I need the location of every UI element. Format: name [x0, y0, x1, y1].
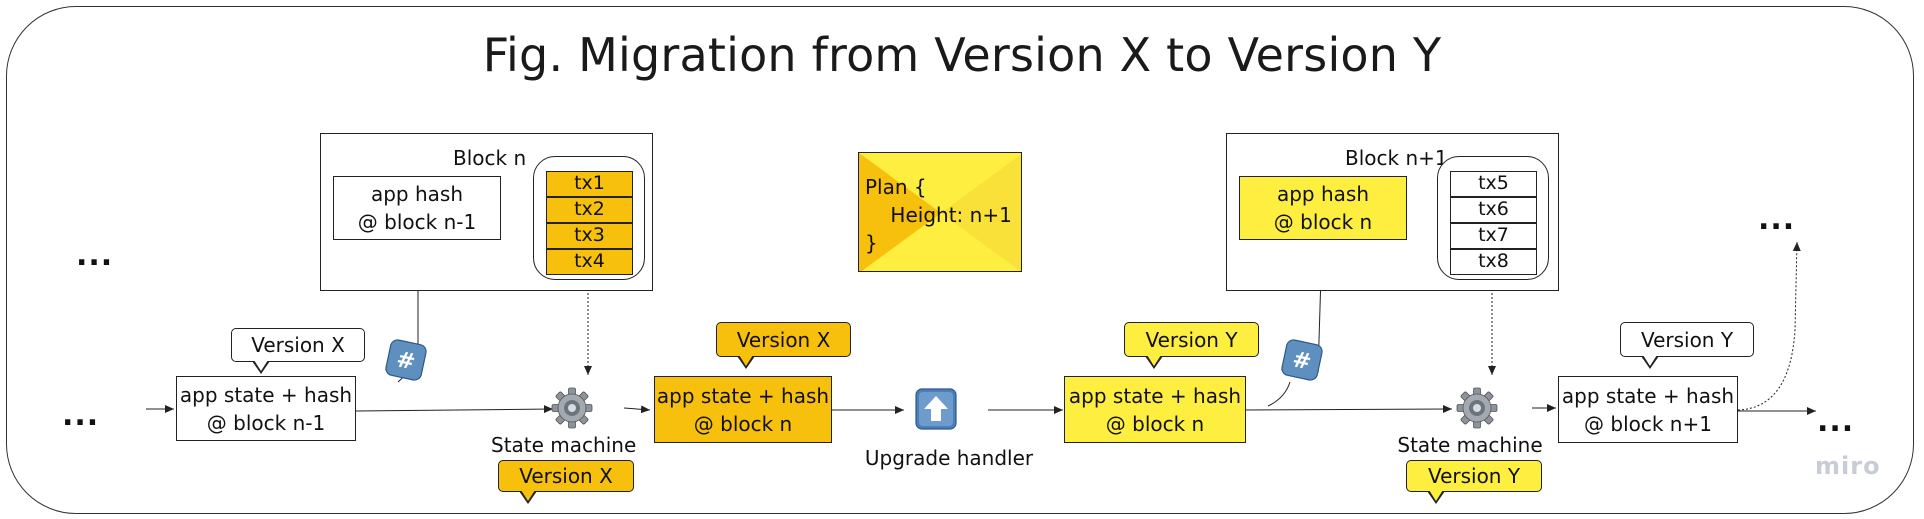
txs-container-n: tx1 tx2 tx3 tx4 — [533, 156, 645, 280]
version-x-bubble-left: Version X — [231, 328, 365, 374]
state-box-line2: @ block n-1 — [206, 410, 326, 435]
svg-text:#: # — [394, 347, 417, 375]
tx-item: tx1 — [546, 171, 633, 197]
state-box-line2: @ block n — [693, 411, 793, 436]
app-hash-n-1: app hash @ block n-1 — [333, 176, 501, 240]
ellipsis-top-left: ... — [76, 238, 114, 273]
tx-item: tx8 — [1450, 249, 1537, 275]
state-machine-y-label: State machine — [1397, 433, 1543, 457]
ellipsis-bottom-right: ... — [1817, 404, 1855, 439]
ellipsis-bottom-left: ... — [62, 398, 100, 433]
version-y-bubble-pre: Version Y — [1124, 322, 1259, 369]
block-n+1-label: Block n+1 — [1345, 146, 1448, 170]
app-hash-n: app hash @ block n — [1239, 176, 1407, 240]
block-n-label: Block n — [453, 146, 527, 170]
block-n-group: Block n app hash @ block n-1 tx1 tx2 tx3… — [320, 133, 653, 291]
upgrade-plan-text: Plan { Height: n+1 } — [865, 175, 1012, 255]
app-hash-line2: @ block n-1 — [357, 210, 477, 234]
state-box-line1: app state + hash — [1561, 383, 1735, 408]
gear-icon — [1455, 386, 1499, 430]
state-box-line2: @ block n+1 — [1584, 411, 1712, 436]
svg-text:#: # — [1290, 347, 1313, 375]
diagram-frame — [6, 6, 1914, 514]
hash-icon: # — [384, 338, 428, 382]
state-box-n-orange: app state + hash @ block n — [654, 376, 832, 443]
tx-item: tx2 — [546, 197, 633, 223]
state-box-line1: app state + hash — [656, 383, 830, 408]
upgrade-handler-label: Upgrade handler — [864, 446, 1034, 470]
miro-watermark: miro — [1815, 452, 1881, 480]
app-hash-line1: app hash — [370, 182, 464, 206]
state-box-n-1: app state + hash @ block n-1 — [176, 376, 356, 441]
state-box-n-yellow: app state + hash @ block n — [1064, 376, 1246, 443]
upgrade-plan-card: Plan { Height: n+1 } — [858, 152, 1022, 272]
state-box-line2: @ block n — [1105, 411, 1205, 436]
ellipsis-top-right: ... — [1758, 202, 1796, 237]
tx-item: tx5 — [1450, 171, 1537, 197]
gear-icon — [550, 386, 594, 430]
diagram-title: Fig. Migration from Version X to Version… — [482, 28, 1442, 82]
txs-container-n+1: tx5 tx6 tx7 tx8 — [1437, 156, 1549, 280]
state-box-n+1: app state + hash @ block n+1 — [1558, 376, 1738, 443]
version-y-bubble-state-machine: Version Y — [1406, 460, 1542, 504]
block-n+1-group: Block n+1 app hash @ block n tx5 tx6 tx7… — [1226, 133, 1559, 291]
app-hash-line1: app hash — [1276, 182, 1370, 206]
version-x-bubble-middle: Version X — [716, 322, 851, 369]
up-arrow-icon — [913, 386, 959, 432]
state-machine-x-label: State machine — [491, 433, 637, 457]
hash-icon: # — [1280, 338, 1324, 382]
app-hash-line2: @ block n — [1273, 210, 1373, 234]
tx-item: tx4 — [546, 249, 633, 275]
tx-item: tx3 — [546, 223, 633, 249]
tx-item: tx7 — [1450, 223, 1537, 249]
state-box-line1: app state + hash — [179, 382, 353, 407]
version-y-bubble-post: Version Y — [1620, 322, 1754, 369]
state-box-line1: app state + hash — [1068, 383, 1242, 408]
version-x-bubble-state-machine: Version X — [498, 460, 634, 504]
tx-item: tx6 — [1450, 197, 1537, 223]
